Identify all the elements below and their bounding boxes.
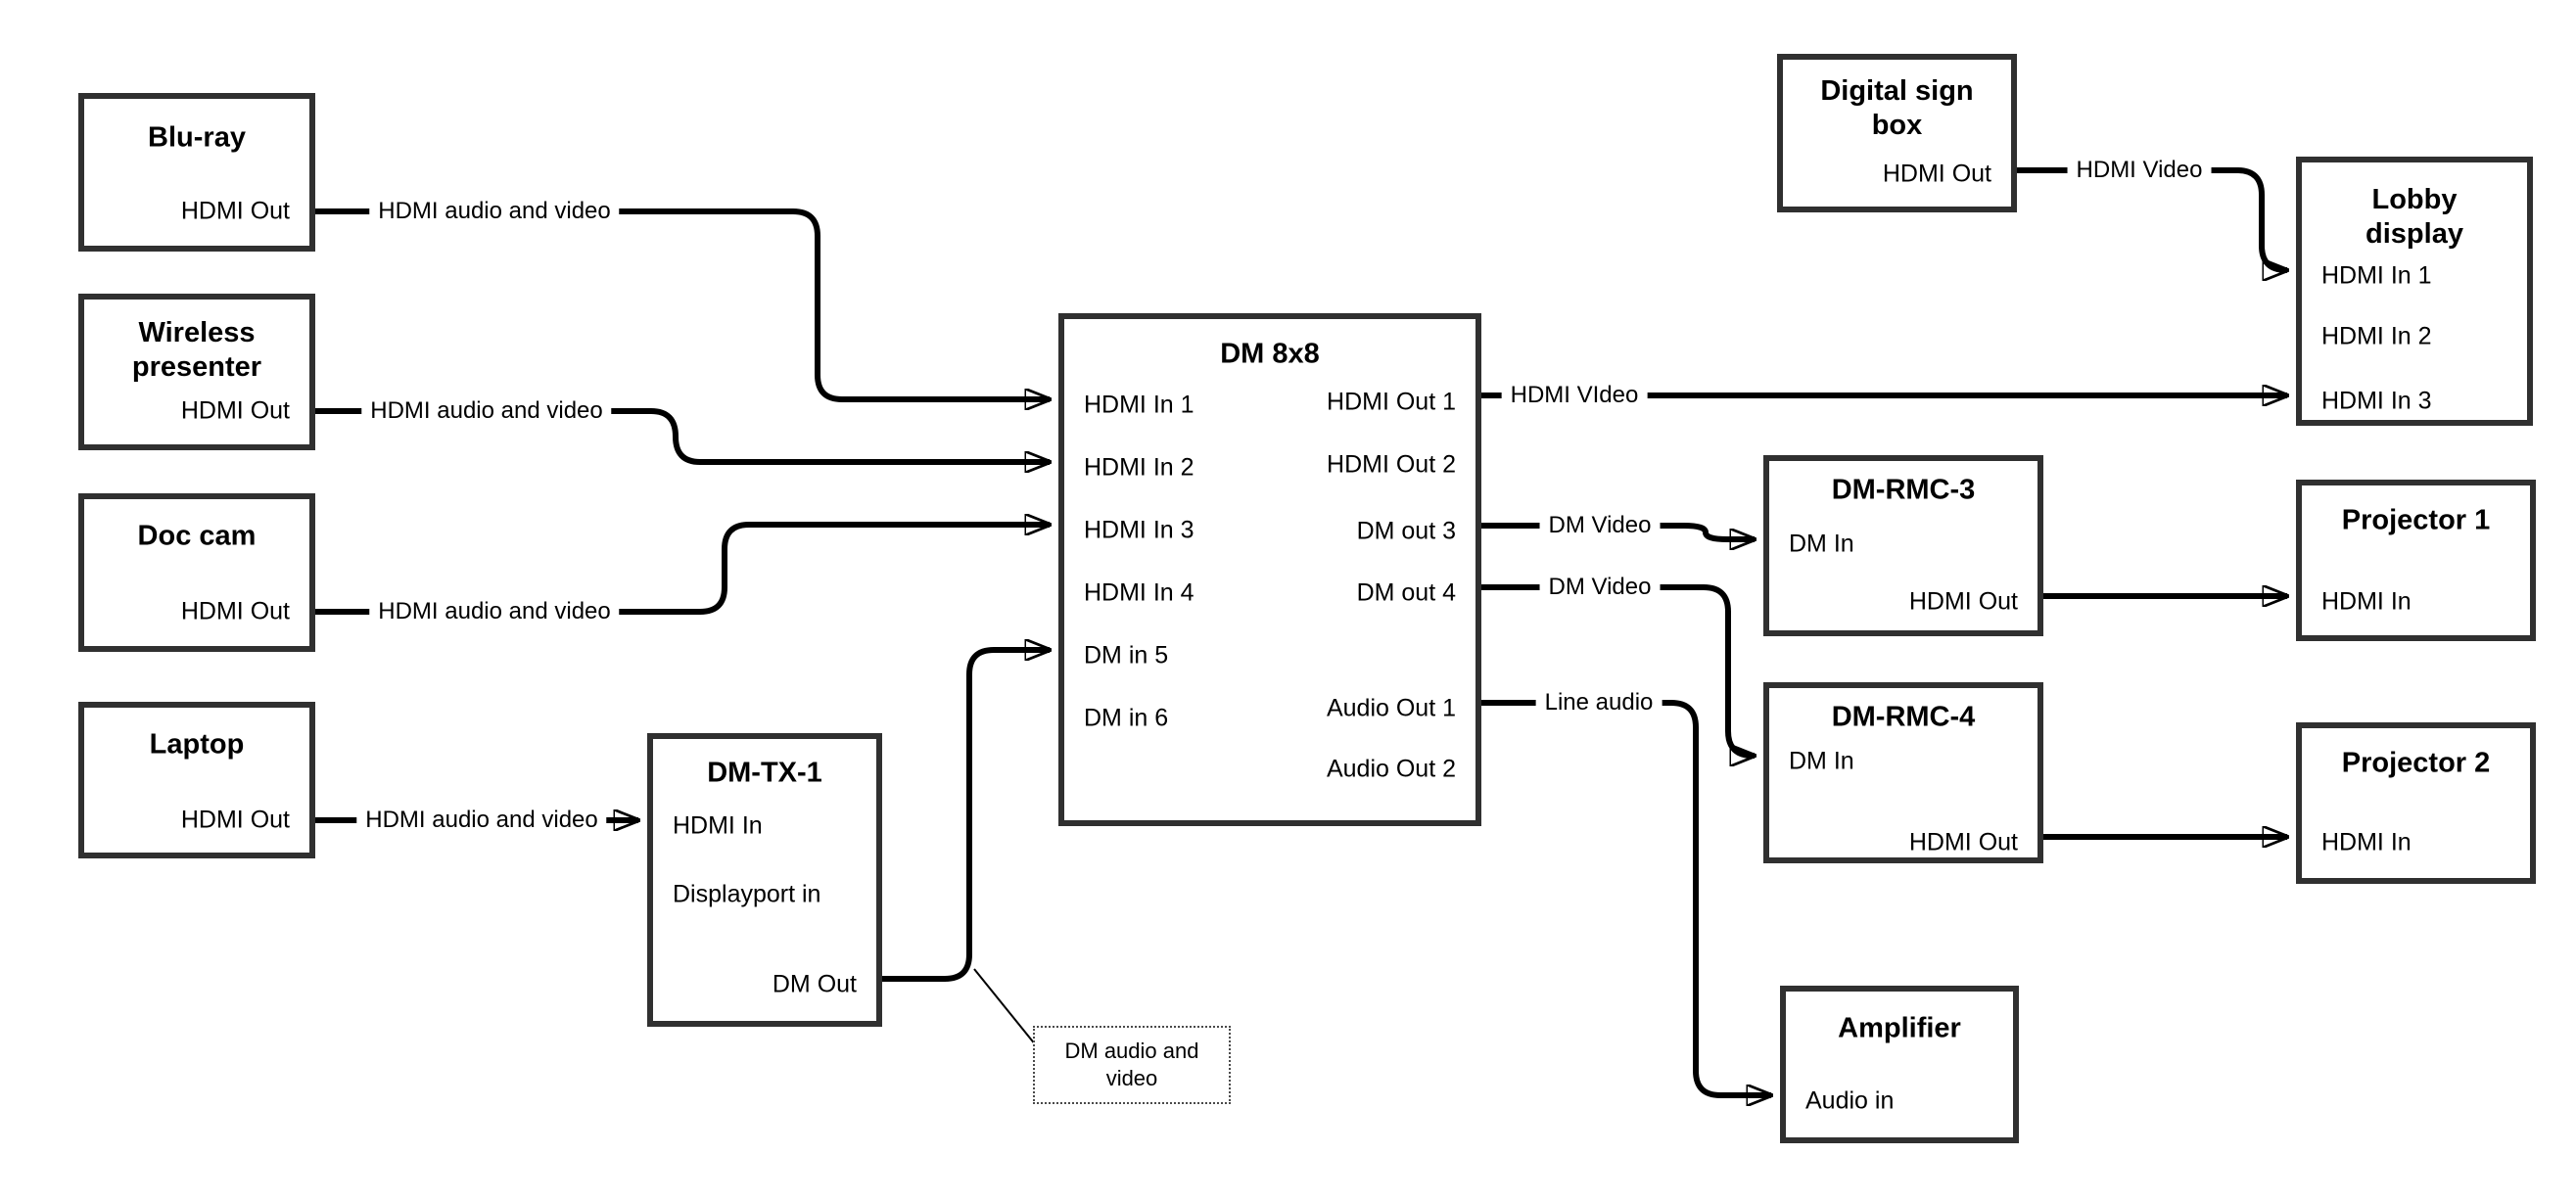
port-hdmi-out: HDMI Out <box>180 197 290 225</box>
port-hdmi-out: HDMI Out <box>180 396 290 425</box>
port-hdmi-out: HDMI Out <box>180 806 290 834</box>
wire-label-dm-video-out4: DM Video <box>1539 572 1661 603</box>
node-dm-rmc-3: DM-RMC-3 DM In HDMI Out <box>1763 455 2043 636</box>
wire-wireless-to-hdmi-in-2 <box>315 408 1050 462</box>
port-dm-out-3: DM out 3 <box>1356 517 1456 545</box>
port-hdmi-out: HDMI Out <box>1908 587 2018 616</box>
port-dm-in-5: DM in 5 <box>1084 641 1169 670</box>
wire-digital-sign-to-lobby <box>2017 167 2287 270</box>
node-title: Digital sign box <box>1820 75 1974 141</box>
node-dm-rmc-4: DM-RMC-4 DM In HDMI Out <box>1763 682 2043 863</box>
wire-label-hdmi-audio-and-video-2: HDMI audio and video <box>361 395 612 427</box>
wire-dm-out-3-to-rmc-3 <box>1481 523 1755 539</box>
port-hdmi-in-1: HDMI In 1 <box>1084 391 1194 419</box>
wire-label-hdmi-audio-and-video-1: HDMI audio and video <box>369 196 620 227</box>
node-doc-cam: Doc cam HDMI Out <box>78 493 315 652</box>
wire-audio-out-1-to-amplifier <box>1481 700 1771 1095</box>
port-hdmi-in: HDMI In <box>2321 587 2412 616</box>
port-hdmi-in-2: HDMI In 2 <box>2321 322 2432 350</box>
port-hdmi-out: HDMI Out <box>180 597 290 625</box>
node-title: Wireless presenter <box>131 317 262 383</box>
port-hdmi-in-3: HDMI In 3 <box>2321 387 2432 415</box>
port-hdmi-out-1: HDMI Out 1 <box>1327 388 1456 416</box>
wire-label-hdmi-video-out1: HDMI VIdeo <box>1501 380 1648 411</box>
wire-label-line-audio: Line audio <box>1535 687 1663 718</box>
wire-label-dm-video-out3: DM Video <box>1539 510 1661 541</box>
node-title: DM-RMC-3 <box>1831 474 1976 506</box>
node-amplifier: Amplifier Audio in <box>1780 986 2019 1143</box>
port-hdmi-in-4: HDMI In 4 <box>1084 578 1194 607</box>
node-title: Lobby display <box>2365 184 2463 250</box>
port-hdmi-out: HDMI Out <box>1908 828 2018 856</box>
wire-dm-tx-1-to-dm-in-5 <box>882 650 1050 982</box>
port-dm-in: DM In <box>1789 530 1854 558</box>
node-title: DM-TX-1 <box>707 757 822 789</box>
wire-label-hdmi-audio-and-video-4: HDMI audio and video <box>356 805 607 836</box>
port-hdmi-in: HDMI In <box>673 811 763 840</box>
node-title: Projector 2 <box>2341 747 2491 779</box>
port-hdmi-in-1: HDMI In 1 <box>2321 261 2432 290</box>
node-title: Projector 1 <box>2341 504 2491 536</box>
node-lobby-display: Lobby display HDMI In 1 HDMI In 2 HDMI I… <box>2296 157 2533 426</box>
node-dm-tx-1: DM-TX-1 HDMI In Displayport in DM Out <box>647 733 882 1027</box>
node-dm-8x8: DM 8x8 HDMI In 1 HDMI In 2 HDMI In 3 HDM… <box>1058 313 1481 826</box>
wire-label-hdmi-audio-and-video-3: HDMI audio and video <box>369 596 620 627</box>
node-blu-ray: Blu-ray HDMI Out <box>78 93 315 252</box>
port-audio-in: Audio in <box>1805 1086 1895 1115</box>
port-audio-out-2: Audio Out 2 <box>1326 755 1456 783</box>
port-hdmi-out-2: HDMI Out 2 <box>1327 450 1456 479</box>
node-title: Laptop <box>149 728 245 761</box>
port-hdmi-in-3: HDMI In 3 <box>1084 516 1194 544</box>
leader-line-note <box>973 968 1037 1046</box>
node-wireless-presenter: Wireless presenter HDMI Out <box>78 294 315 450</box>
node-title: Amplifier <box>1838 1012 1961 1044</box>
node-title: Doc cam <box>137 520 257 552</box>
port-displayport-in: Displayport in <box>673 880 821 908</box>
port-dm-out-4: DM out 4 <box>1356 578 1456 607</box>
node-projector-1: Projector 1 HDMI In <box>2296 480 2536 641</box>
port-dm-out: DM Out <box>772 970 857 998</box>
port-hdmi-in: HDMI In <box>2321 828 2412 856</box>
note-dm-audio-and-video: DM audio and video <box>1033 1026 1231 1104</box>
wire-bluray-to-hdmi-in-1 <box>315 208 1050 399</box>
node-title: Blu-ray <box>148 121 246 154</box>
wire-dm-out-4-to-rmc-4 <box>1481 584 1755 756</box>
node-projector-2: Projector 2 HDMI In <box>2296 722 2536 884</box>
wire-label-hdmi-video-sign: HDMI Video <box>2067 155 2212 186</box>
port-dm-in-6: DM in 6 <box>1084 704 1169 732</box>
node-title: DM-RMC-4 <box>1831 701 1976 733</box>
wire-doccam-to-hdmi-in-3 <box>315 525 1050 615</box>
port-dm-in: DM In <box>1789 747 1854 775</box>
node-digital-sign-box: Digital sign box HDMI Out <box>1777 54 2017 212</box>
port-hdmi-out: HDMI Out <box>1882 160 1991 188</box>
node-laptop: Laptop HDMI Out <box>78 702 315 858</box>
port-audio-out-1: Audio Out 1 <box>1326 694 1456 722</box>
port-hdmi-in-2: HDMI In 2 <box>1084 453 1194 482</box>
node-title: DM 8x8 <box>1220 338 1320 370</box>
